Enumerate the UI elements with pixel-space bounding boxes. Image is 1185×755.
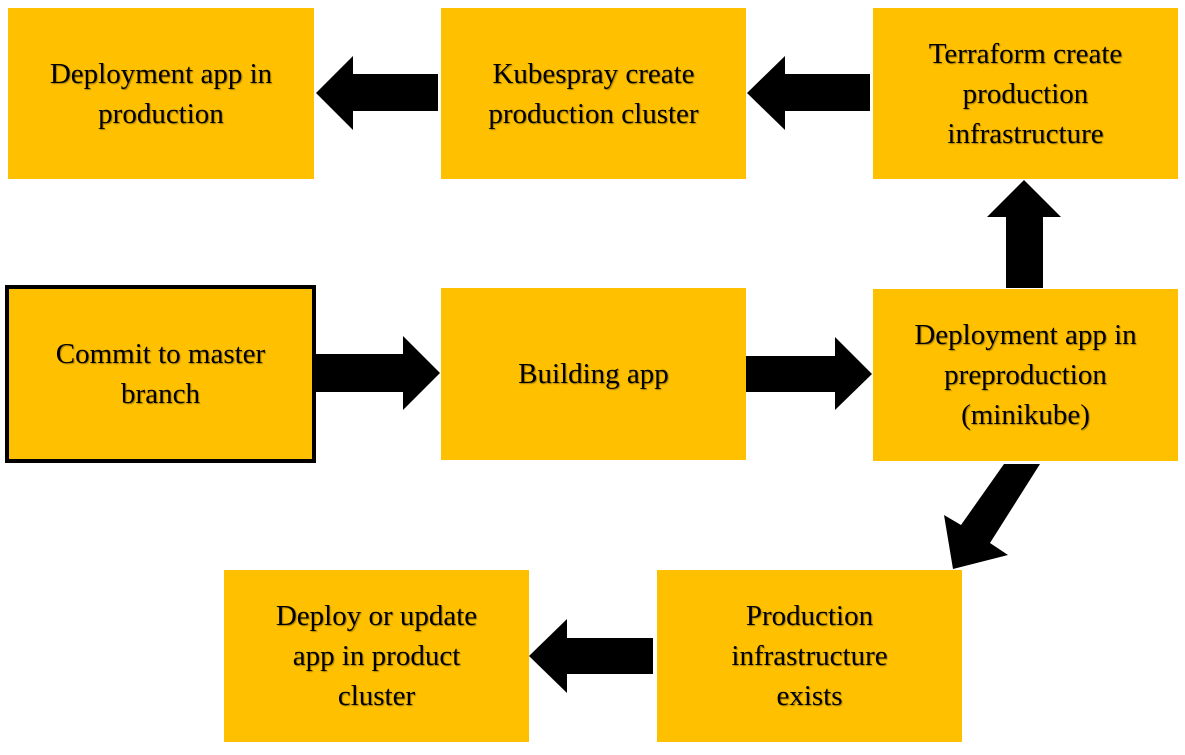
- node-label: Terraform create production infrastructu…: [928, 37, 1123, 150]
- node-label: Deploy or update app in product cluster: [275, 600, 478, 712]
- node-label: Production infrastructure exists: [731, 600, 888, 712]
- node-label: Kubespray create production cluster: [488, 57, 699, 130]
- arrow-preprod-to-terraform: [987, 180, 1061, 288]
- node-kubespray-create-cluster: Kubespray create production cluster: [441, 8, 746, 179]
- arrow-preprod-to-infra-exists: [944, 464, 1040, 569]
- node-label: Building app: [518, 358, 669, 390]
- arrow-infra-exists-to-deploy-update: [529, 619, 653, 693]
- arrow-building-to-preprod: [746, 337, 872, 410]
- node-terraform-create-infrastructure: Terraform create production infrastructu…: [873, 8, 1178, 179]
- node-label: Commit to master branch: [55, 338, 266, 410]
- node-deploy-or-update-app: Deploy or update app in product cluster: [224, 570, 529, 742]
- node-label: Deployment app in production: [49, 57, 273, 130]
- node-production-infrastructure-exists: Production infrastructure exists: [657, 570, 962, 742]
- node-building-app: Building app: [441, 288, 746, 460]
- node-commit-to-master: Commit to master branch: [5, 285, 316, 463]
- arrow-commit-to-building: [316, 336, 440, 410]
- node-label: Deployment app in preproduction (minikub…: [914, 319, 1137, 431]
- arrow-terraform-to-kubespray: [747, 56, 870, 130]
- node-deployment-app-in-production: Deployment app in production: [8, 8, 314, 179]
- node-deployment-app-in-preproduction: Deployment app in preproduction (minikub…: [873, 289, 1178, 461]
- arrow-kubespray-to-deploy-prod: [316, 56, 438, 130]
